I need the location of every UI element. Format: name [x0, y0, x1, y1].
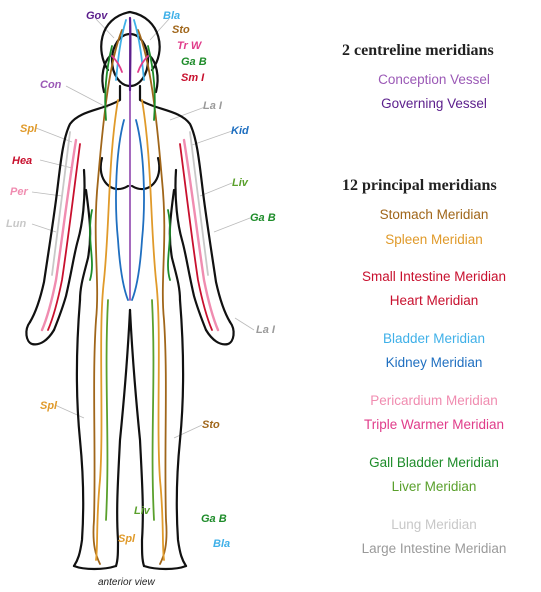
legend-item: Lung Meridian: [391, 517, 477, 532]
label-gab-mid: Ga B: [250, 212, 276, 224]
label-sto-mid: Sto: [202, 419, 220, 431]
legend-item: Governing Vessel: [381, 96, 487, 111]
legend-item: Bladder Meridian: [383, 331, 485, 346]
label-lai-mid: La I: [256, 324, 275, 336]
legend-item: Heart Meridian: [390, 293, 479, 308]
label-bla-bot: Bla: [213, 538, 230, 550]
legend-heading-centreline: 2 centreline meridians: [342, 42, 494, 60]
label-gab-bot: Ga B: [201, 513, 227, 525]
legend-item: Small Intestine Meridian: [362, 269, 506, 284]
label-con: Con: [40, 79, 61, 91]
label-lun: Lun: [6, 218, 26, 230]
label-kid: Kid: [231, 125, 249, 137]
label-spl-bot: Spl: [118, 533, 135, 545]
label-spl-mid: Spl: [40, 400, 57, 412]
legend-item: Kidney Meridian: [386, 355, 483, 370]
legend-heading-principal: 12 principal meridians: [342, 177, 497, 195]
label-per: Per: [10, 186, 28, 198]
label-liv-top: Liv: [232, 177, 248, 189]
legend-item: Conception Vessel: [378, 72, 490, 87]
legend-item: Pericardium Meridian: [370, 393, 498, 408]
label-spl-top: Spl: [20, 123, 37, 135]
label-liv-bot: Liv: [134, 505, 150, 517]
legend-item: Triple Warmer Meridian: [364, 417, 504, 432]
label-trw: Tr W: [177, 40, 201, 52]
label-lai-top: La I: [203, 100, 222, 112]
meridian-lines: [42, 18, 218, 564]
legend-item: Gall Bladder Meridian: [369, 455, 499, 470]
label-hea: Hea: [12, 155, 32, 167]
label-bla-top: Bla: [163, 10, 180, 22]
label-gab-top: Ga B: [181, 56, 207, 68]
legend-item: Liver Meridian: [392, 479, 477, 494]
legend-item: Large Intestine Meridian: [362, 541, 507, 556]
figure-caption: anterior view: [98, 577, 155, 588]
label-gov: Gov: [86, 10, 107, 22]
legend-item: Stomach Meridian: [380, 207, 489, 222]
label-sto-top: Sto: [172, 24, 190, 36]
label-smi: Sm I: [181, 72, 204, 84]
legend-item: Spleen Meridian: [385, 232, 483, 247]
